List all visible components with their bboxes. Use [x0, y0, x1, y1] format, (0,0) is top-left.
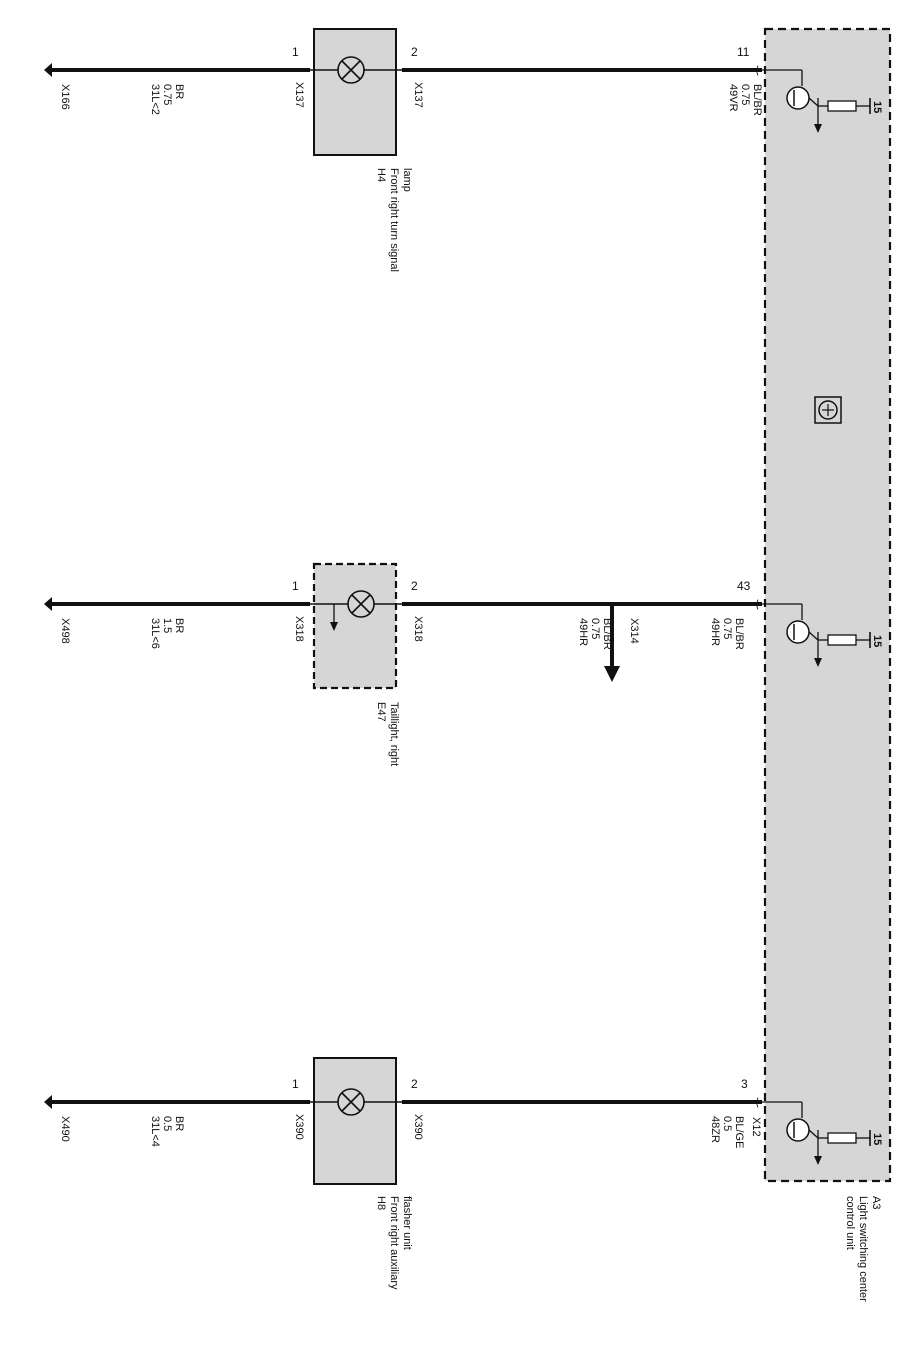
connector-marker-icon: ⟨ [755, 1097, 759, 1109]
pin-2-label: 2 [411, 45, 418, 59]
pin-1-label: 1 [292, 579, 299, 593]
connector-marker-icon: ⟨ [755, 65, 759, 77]
wire-color: BL/GE [733, 1116, 745, 1148]
pin-1-label: 1 [292, 45, 299, 59]
component-name-line1: Taillight, right [388, 702, 400, 766]
control-unit-ref: A3 [870, 1196, 882, 1209]
wire-size: 0.75 [721, 618, 733, 639]
wire-code: 49VR [727, 84, 739, 112]
control-unit-name-line1: Light switching center [857, 1196, 869, 1302]
driver-stage-pin-11: 15 [762, 69, 883, 133]
control-unit-box [763, 27, 892, 1183]
component-ref: H8 [375, 1196, 387, 1210]
wire-code: 48ZR [709, 1116, 721, 1143]
ground-point-label: X498 [59, 618, 71, 644]
component-ref: H4 [375, 168, 387, 182]
control-unit-pin-label: 3 [741, 1077, 748, 1091]
component-name-line1: Front right auxiliary [388, 1196, 400, 1290]
ground-arrow-icon [44, 63, 52, 77]
component-box [313, 1057, 397, 1185]
terminal-15-label: 15 [871, 101, 883, 113]
control-unit-name-line2: control unit [844, 1196, 856, 1250]
ground-wire-code: 31L<4 [149, 1116, 161, 1147]
lamp-icon [337, 56, 365, 84]
pin-2-label: 2 [411, 1077, 418, 1091]
control-unit-a3[interactable]: A3 Light switching center control unit X… [750, 27, 892, 1302]
connector-label: X137 [412, 82, 424, 108]
driver-stage-pin-3: 15 [762, 1101, 883, 1165]
ground-wire-color: BR [173, 84, 185, 99]
splice-wire-color: BL/BR [601, 618, 613, 650]
terminal-15-label: 15 [871, 1133, 883, 1145]
circuit-e47: ⟨ 1 2 43 X318 X318 49HR 0.75 [44, 562, 762, 766]
splice-wire-code: 49HR [577, 618, 589, 646]
component-ref: E47 [375, 702, 387, 722]
component-e47[interactable] [310, 562, 402, 690]
connector-label: X137 [293, 82, 305, 108]
control-unit-pin-label: 11 [737, 45, 750, 59]
ground-arrow-icon [44, 597, 52, 611]
lamp-icon [337, 1088, 365, 1116]
ground-wire-size: 0.5 [161, 1116, 173, 1131]
circuit-h8: ⟨ 1 2 3 X390 X390 48ZR 0.5 BL/GE 31L<4 [44, 1057, 762, 1290]
ground-wire-size: 1.5 [161, 618, 173, 633]
ground-wire-code: 31L<6 [149, 618, 161, 649]
ground-arrow-icon [44, 1095, 52, 1109]
component-name-line2: lamp [401, 168, 413, 192]
wire-size: 0.75 [739, 84, 751, 105]
wire-code: 49HR [709, 618, 721, 646]
pin-2-label: 2 [411, 579, 418, 593]
splice-wire-size: 0.75 [589, 618, 601, 639]
wire-color: BL/BR [733, 618, 745, 650]
wire-size: 0.5 [721, 1116, 733, 1131]
splice-connector-label: X314 [628, 618, 640, 644]
connector-label: X390 [412, 1114, 424, 1140]
connector-label: X318 [293, 616, 305, 642]
component-box [313, 28, 397, 156]
control-unit-connector: X12 [750, 1117, 762, 1137]
ground-point-label: X490 [59, 1116, 71, 1142]
ground-wire-color: BR [173, 618, 185, 633]
control-unit-pin-label: 43 [737, 579, 751, 593]
ground-point-label: X166 [59, 84, 71, 110]
pin-1-label: 1 [292, 1077, 299, 1091]
connector-label: X390 [293, 1114, 305, 1140]
lamp-icon [347, 590, 375, 618]
ground-wire-size: 0.75 [161, 84, 173, 105]
wire-color: BL/BR [751, 84, 763, 116]
ground-wire-code: 31L<2 [149, 84, 161, 115]
terminal-15-label: 15 [871, 635, 883, 647]
component-box [312, 562, 398, 690]
splice-arrow-icon [604, 666, 620, 682]
connector-label: X318 [412, 616, 424, 642]
ground-wire-color: BR [173, 1116, 185, 1131]
component-name-line1: Front right turn signal [388, 168, 400, 272]
transistor-symbol-icon [814, 396, 842, 424]
component-h4[interactable] [310, 28, 402, 156]
connector-marker-icon: ⟨ [755, 599, 759, 611]
driver-stage-pin-43: 15 [762, 603, 883, 667]
component-name-line2: flasher unit [401, 1196, 413, 1250]
circuit-h4: ⟨ 1 2 11 X137 X137 49VR 0.75 BL/BR 31L<2 [44, 28, 763, 272]
component-h8[interactable] [310, 1057, 402, 1185]
